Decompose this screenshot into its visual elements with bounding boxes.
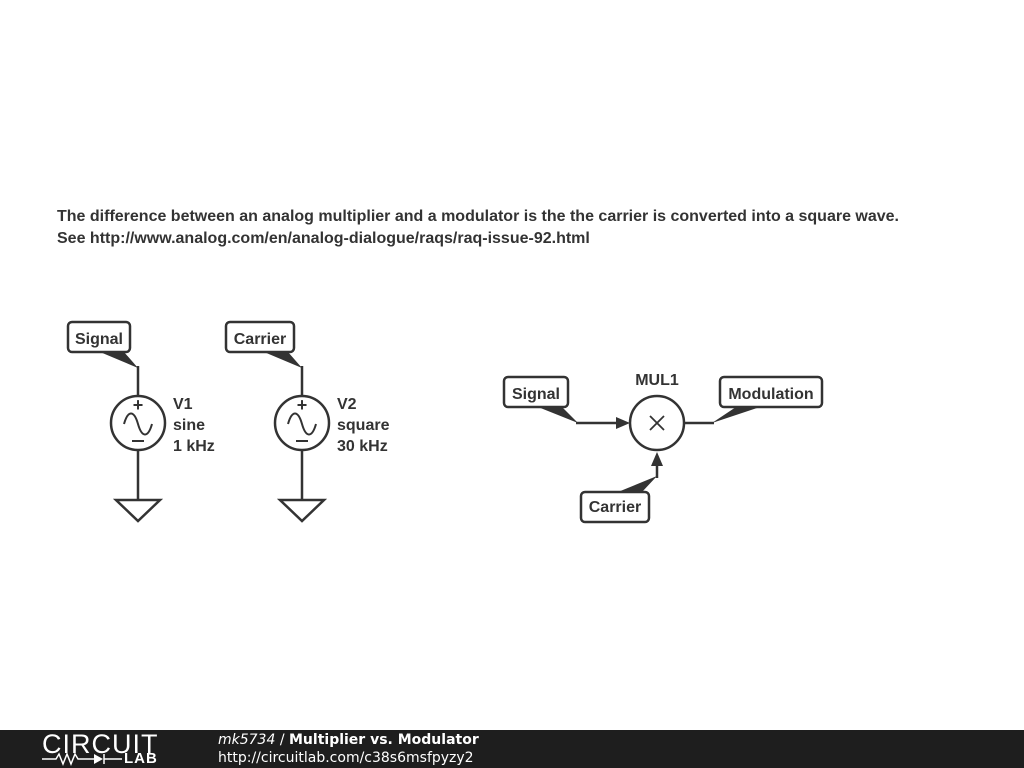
ground-icon	[276, 498, 328, 523]
author-name[interactable]: mk5734	[218, 732, 276, 748]
multiply-x-icon-stroke	[649, 415, 665, 431]
net-label-carrier-v2-text: Carrier	[234, 331, 286, 348]
multiplier-mul1[interactable]: MUL1 Signal Modulation Carrier	[502, 372, 824, 524]
net-label-signal-mul-text: Signal	[512, 386, 560, 403]
v2-frequency: 30 kHz	[337, 438, 388, 455]
net-label-signal-mul-input[interactable]: Signal	[502, 375, 578, 423]
net-label-carrier-mul-text: Carrier	[589, 499, 641, 516]
circuitlab-logo[interactable]: CIRCUIT LAB	[40, 729, 180, 768]
sine-wave-icon	[123, 412, 153, 436]
v1-name: V1	[173, 396, 193, 413]
v1-frequency: 1 kHz	[173, 438, 215, 455]
circuit-title: Multiplier vs. Modulator	[289, 732, 479, 748]
arrow-right-icon	[616, 417, 630, 429]
v2-type: square	[337, 417, 390, 434]
logo-text-circuit: CIRCUIT	[42, 729, 159, 759]
ground-icon	[112, 498, 164, 523]
description-line-2: See http://www.analog.com/en/analog-dial…	[57, 230, 590, 247]
net-label-modulation-output[interactable]: Modulation	[712, 375, 824, 423]
source-v2[interactable]: Carrier + V2 square 30 kHz	[224, 320, 390, 523]
resistor-diode-icon	[42, 752, 122, 766]
v2-plus-sign: +	[297, 395, 308, 415]
source-v1[interactable]: Signal + V1 sine 1 kHz	[66, 320, 215, 523]
net-label-carrier-v2[interactable]: Carrier	[224, 320, 302, 368]
net-label-signal-v1-text: Signal	[75, 331, 123, 348]
mul1-name: MUL1	[635, 372, 679, 389]
v1-plus-sign: +	[133, 395, 144, 415]
title-separator: /	[275, 732, 289, 748]
footer-info: mk5734 / Multiplier vs. Modulator http:/…	[218, 731, 479, 767]
logo-text-lab: LAB	[124, 750, 158, 767]
arrow-up-icon	[651, 452, 663, 466]
footer-title-line: mk5734 / Multiplier vs. Modulator	[218, 731, 479, 749]
description-line-1: The difference between an analog multipl…	[57, 208, 899, 225]
circuit-url[interactable]: http://circuitlab.com/c38s6msfpyzy2	[218, 750, 474, 766]
net-label-modulation-text: Modulation	[728, 386, 813, 403]
v1-type: sine	[173, 417, 205, 434]
net-label-signal-v1[interactable]: Signal	[66, 320, 138, 368]
footer-bar: CIRCUIT LAB mk5734 / Multiplier vs. Modu…	[0, 729, 1024, 768]
sine-wave-icon	[287, 412, 317, 436]
net-label-carrier-mul-input[interactable]: Carrier	[579, 476, 657, 524]
v2-name: V2	[337, 396, 357, 413]
